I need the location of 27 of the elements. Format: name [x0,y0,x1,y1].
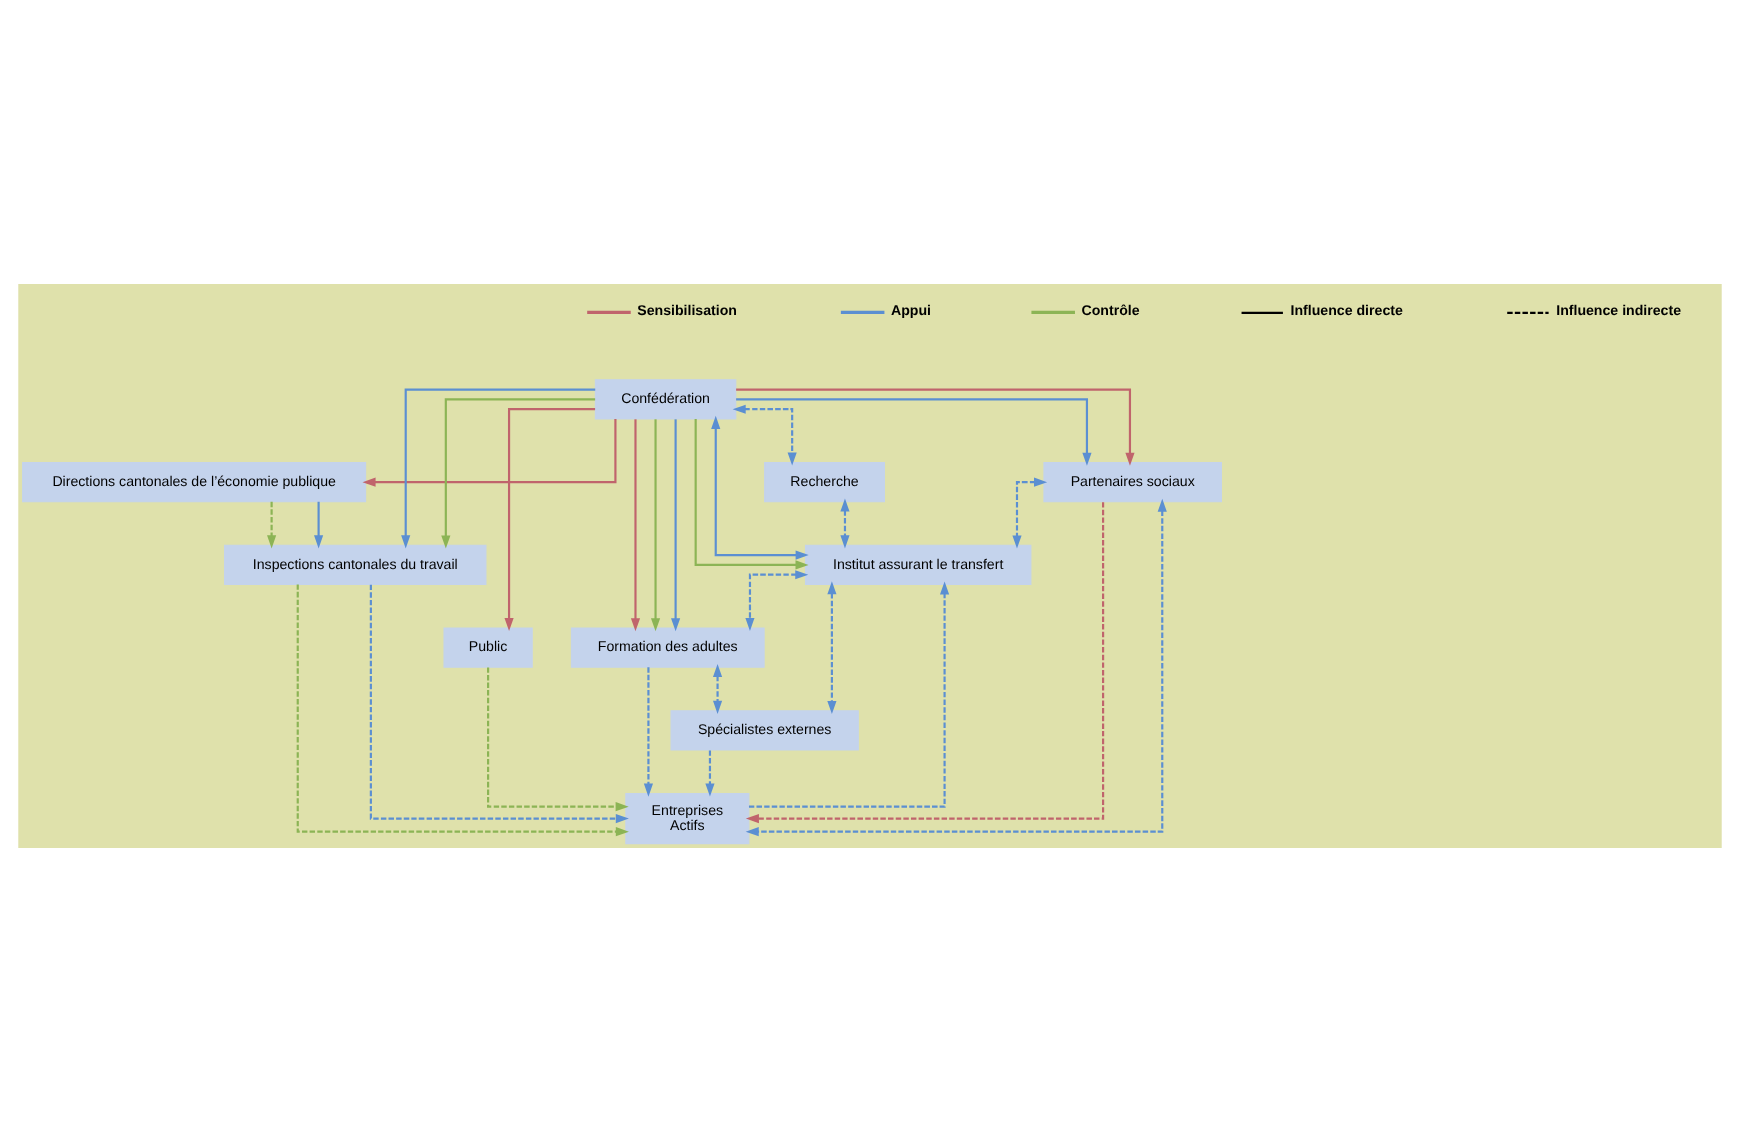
arrow [369,583,629,823]
arrow [314,500,324,548]
arrow [713,662,723,713]
arrow [745,569,809,630]
arrow [1012,476,1048,548]
arrow [827,580,837,714]
arrow [745,501,1105,823]
arrow [711,414,809,559]
arrow [736,387,1135,465]
arrow [736,397,1092,465]
arrow [671,418,681,631]
arrow [643,666,653,796]
arrow [745,497,1167,836]
arrow [267,500,277,548]
arrow [840,497,850,548]
arrow [487,666,629,811]
arrow [296,583,629,836]
arrow [705,749,715,796]
arrow [630,418,641,631]
arrow [504,407,596,631]
arrow [650,418,661,631]
arrow [441,397,596,548]
arrow [694,418,809,569]
arrow [362,418,617,486]
arrow [401,387,596,548]
arrow [732,403,797,465]
arrow [748,580,950,807]
